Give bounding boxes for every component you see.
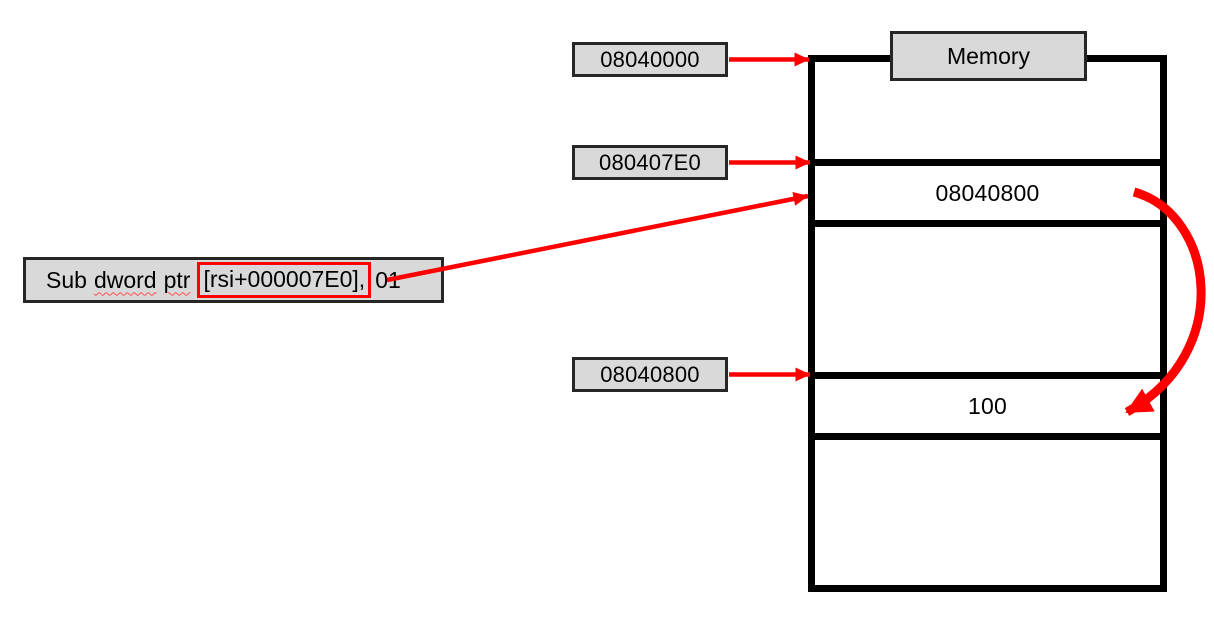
memory-cell-empty-middle xyxy=(815,220,1160,372)
address-label-08040000: 08040000 xyxy=(572,42,728,77)
memory-cell-empty-bottom xyxy=(815,433,1160,585)
address-label-08040800: 08040800 xyxy=(572,357,728,392)
address-label-080407E0: 080407E0 xyxy=(572,145,728,180)
instruction-mnemonic: Sub xyxy=(46,266,87,293)
instruction-immediate-operand: 01 xyxy=(375,266,401,293)
memory-block: 08040800 100 xyxy=(808,55,1167,592)
memory-title: Memory xyxy=(890,31,1087,81)
arrow-instruction-to-memory xyxy=(386,191,809,283)
instruction-word-ptr: ptr xyxy=(163,266,191,293)
instruction-word-dword: dword xyxy=(93,266,157,293)
highlighted-memory-operand: [rsi+000007E0], xyxy=(197,262,372,298)
memory-cell-pointer-value: 08040800 xyxy=(815,159,1160,220)
memory-cell-target-value: 100 xyxy=(815,372,1160,433)
instruction-box: Sub dword ptr [rsi+000007E0], 01 xyxy=(23,257,444,303)
